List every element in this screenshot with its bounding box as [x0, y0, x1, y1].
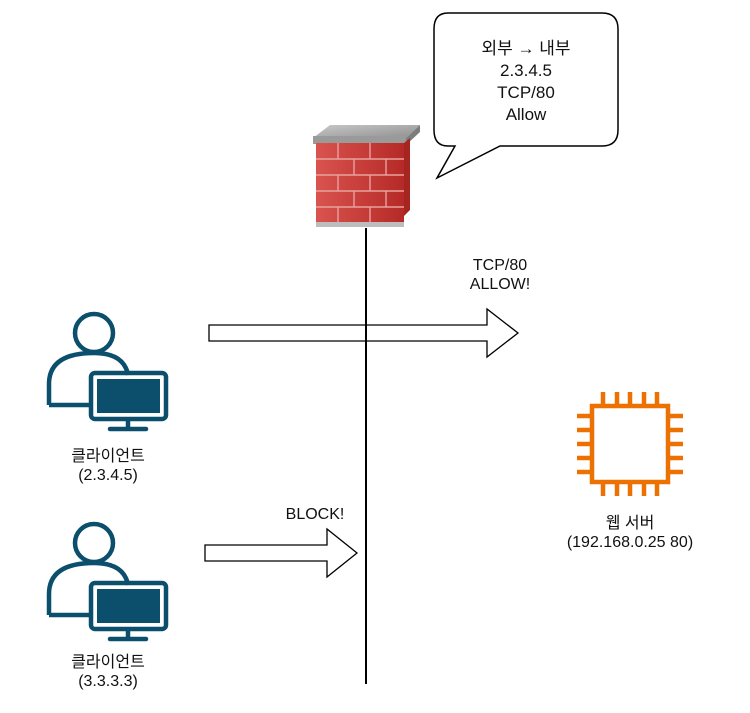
client-icon [46, 311, 169, 432]
callout-action: Allow [505, 105, 547, 124]
client-label: 클라이언트 (3.3.3.3) [48, 653, 168, 691]
client-ip: (2.3.4.5) [78, 467, 138, 484]
callout-protocol: TCP/80 [497, 83, 555, 102]
allow-label: TCP/80 ALLOW! [450, 256, 550, 294]
client-icon [46, 521, 169, 642]
callout-ip: 2.3.4.5 [500, 61, 552, 80]
client-ip: (3.3.3.3) [78, 673, 138, 690]
server-name: 웹 서버 [605, 515, 655, 532]
allow-status: ALLOW! [469, 276, 531, 293]
callout-direction: 외부 → 내부 [481, 39, 571, 58]
cpu-chip-icon [577, 392, 683, 496]
callout-bubble [433, 12, 619, 180]
block-arrow [204, 527, 359, 579]
allow-arrow [208, 307, 520, 359]
block-label: BLOCK! [285, 506, 345, 523]
firewall-icon [313, 125, 420, 227]
callout-text: 외부 → 내부 2.3.4.5 TCP/80 Allow [440, 38, 612, 126]
client-name: 클라이언트 [71, 448, 145, 465]
allow-protocol: TCP/80 [472, 257, 528, 274]
client-name: 클라이언트 [71, 654, 145, 671]
server-address: (192.168.0.25 80) [566, 534, 694, 551]
client-label: 클라이언트 (2.3.4.5) [48, 447, 168, 485]
server-label: 웹 서버 (192.168.0.25 80) [550, 514, 710, 552]
